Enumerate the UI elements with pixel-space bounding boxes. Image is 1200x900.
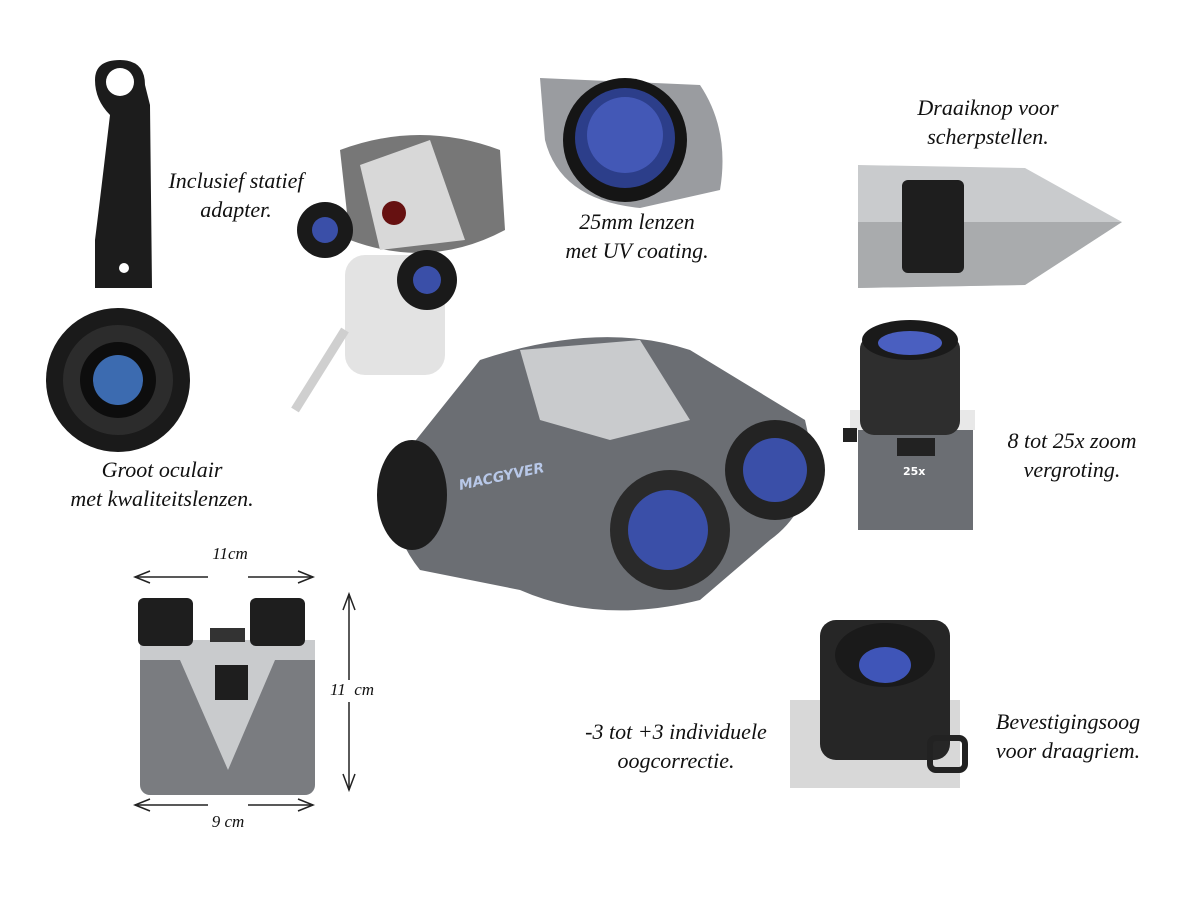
caption-line: 8 tot 25x zoom	[1007, 428, 1137, 453]
caption-line: adapter.	[200, 197, 272, 222]
diopter-eyepiece-image	[790, 620, 968, 788]
caption-tripod-adapter: Inclusief statief adapter.	[168, 166, 303, 224]
dimension-bottom-width: 9 cm	[211, 812, 245, 831]
caption-line: 25mm lenzen	[579, 209, 695, 234]
main-binoculars-image: MACGYVER	[377, 337, 825, 611]
caption-eyepiece: Groot oculair met kwaliteitslenzen.	[70, 455, 253, 513]
dimension-height: 11 cm	[329, 680, 375, 700]
zoom-marking: 25x	[903, 465, 925, 478]
caption-line: scherpstellen.	[927, 124, 1049, 149]
dimension-diagram	[132, 570, 356, 812]
caption-strap-eyelet: Bevestigingsoog voor draagriem.	[996, 707, 1140, 765]
focus-knob-image	[858, 165, 1122, 288]
caption-line: Bevestigingsoog	[995, 709, 1141, 734]
zoom-eyepiece-image: 25x	[843, 320, 975, 530]
caption-line: Groot oculair	[101, 457, 223, 482]
caption-line: Inclusief statief	[168, 168, 304, 193]
caption-lens: 25mm lenzen met UV coating.	[565, 207, 708, 265]
objective-lens-image	[540, 78, 723, 208]
caption-zoom: 8 tot 25x zoom vergroting.	[1008, 426, 1137, 484]
caption-line: vergroting.	[1023, 457, 1121, 482]
caption-line: Draaiknop voor	[917, 95, 1059, 120]
caption-line: oogcorrectie.	[617, 748, 735, 773]
caption-line: met kwaliteitslenzen.	[70, 486, 254, 511]
binoculars-on-tripod-image	[291, 135, 505, 413]
caption-diopter: -3 tot +3 individuele oogcorrectie.	[585, 717, 767, 775]
dimension-top-width: 11cm	[212, 544, 248, 563]
caption-focus-knob: Draaiknop voor scherpstellen.	[917, 93, 1058, 151]
tripod-adapter-image	[95, 60, 152, 288]
eyepiece-image	[46, 308, 190, 452]
caption-line: -3 tot +3 individuele	[585, 719, 767, 744]
caption-line: met UV coating.	[565, 238, 709, 263]
caption-line: voor draagriem.	[995, 738, 1141, 763]
